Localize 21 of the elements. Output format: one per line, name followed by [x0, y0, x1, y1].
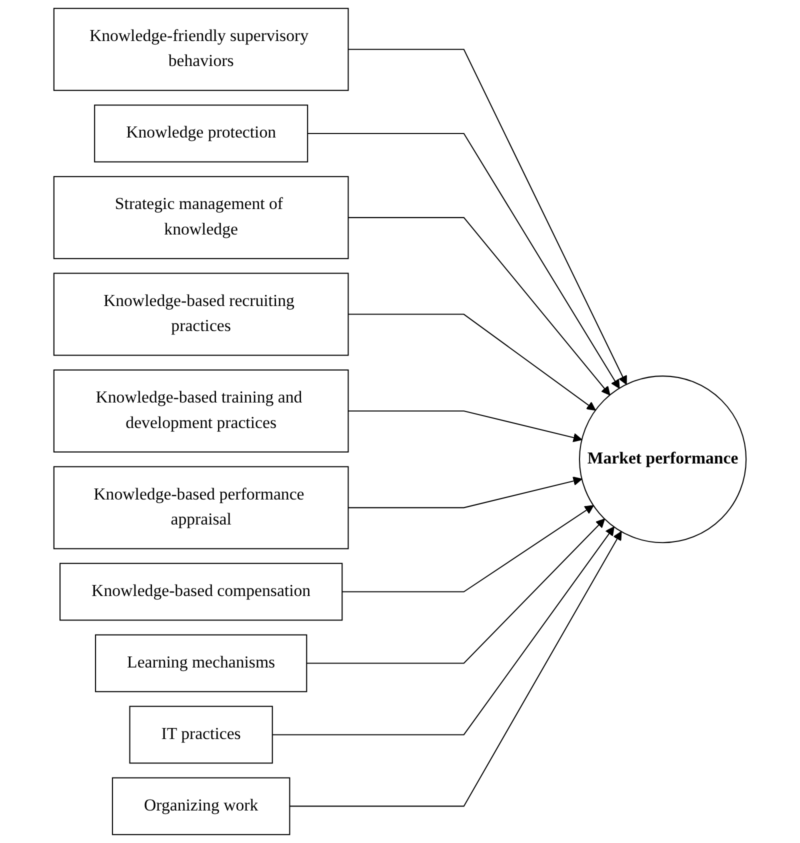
- node-box: Knowledge-friendly supervisory behaviors: [53, 8, 349, 91]
- arrow: [348, 217, 610, 396]
- arrow: [308, 132, 620, 389]
- arrow: [348, 48, 627, 385]
- node-box: Knowledge-based recruiting practices: [53, 272, 349, 356]
- node-box: Knowledge protection: [94, 104, 308, 162]
- arrow: [306, 518, 606, 664]
- node-box: Knowledge-based compensation: [60, 562, 343, 621]
- node-box: Learning mechanisms: [95, 634, 308, 692]
- arrow: [348, 476, 582, 508]
- arrow: [348, 410, 582, 442]
- node-box: Strategic management of knowledge: [53, 176, 349, 260]
- arrow: [290, 531, 622, 807]
- arrow: [348, 314, 596, 411]
- arrow: [272, 526, 614, 736]
- arrow: [342, 505, 594, 592]
- node-box: Organizing work: [112, 777, 290, 836]
- node-box: IT practices: [129, 706, 273, 764]
- node-box: Knowledge-based performance appraisal: [53, 466, 349, 550]
- node-circle: Market performance: [578, 376, 747, 544]
- node-box: Knowledge-based training and development practices: [53, 369, 349, 452]
